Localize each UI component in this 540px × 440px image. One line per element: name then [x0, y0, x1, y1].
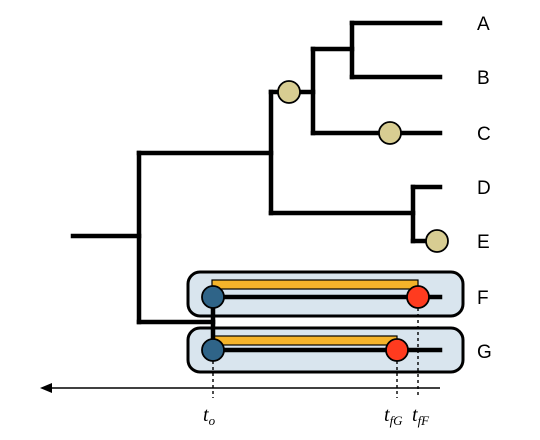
sampled-node-c	[378, 121, 402, 145]
time-label-origin: to	[203, 404, 216, 428]
time-label-tff-main: t	[412, 404, 418, 426]
time-label-origin-main: t	[203, 404, 209, 426]
time-label-tfg-sub: fG	[390, 413, 404, 428]
tip-label-a: A	[477, 14, 490, 35]
origin-node-f	[201, 285, 225, 309]
tip-label-g: G	[477, 342, 492, 363]
sampled-node-e	[425, 229, 449, 253]
time-label-origin-sub: o	[209, 413, 216, 428]
tip-label-e: E	[477, 232, 490, 253]
tip-label-c: C	[477, 124, 491, 145]
time-label-tfg: tfG	[384, 404, 403, 428]
time-axis-arrowhead	[40, 383, 52, 393]
tip-label-d: D	[477, 178, 491, 199]
lineage-f-range-bar	[211, 279, 419, 290]
tip-label-f: F	[477, 288, 489, 309]
time-label-tfg-main: t	[384, 404, 390, 426]
tip-label-b: B	[477, 68, 490, 89]
time-label-tff-sub: fF	[418, 413, 431, 428]
fossil-node-f	[406, 285, 430, 309]
lineage-g-range-bar	[211, 335, 398, 346]
internal-node-abc	[277, 80, 301, 104]
origin-node-g	[201, 338, 225, 362]
time-label-tff: tfF	[412, 404, 430, 428]
fossil-node-g	[385, 338, 409, 362]
